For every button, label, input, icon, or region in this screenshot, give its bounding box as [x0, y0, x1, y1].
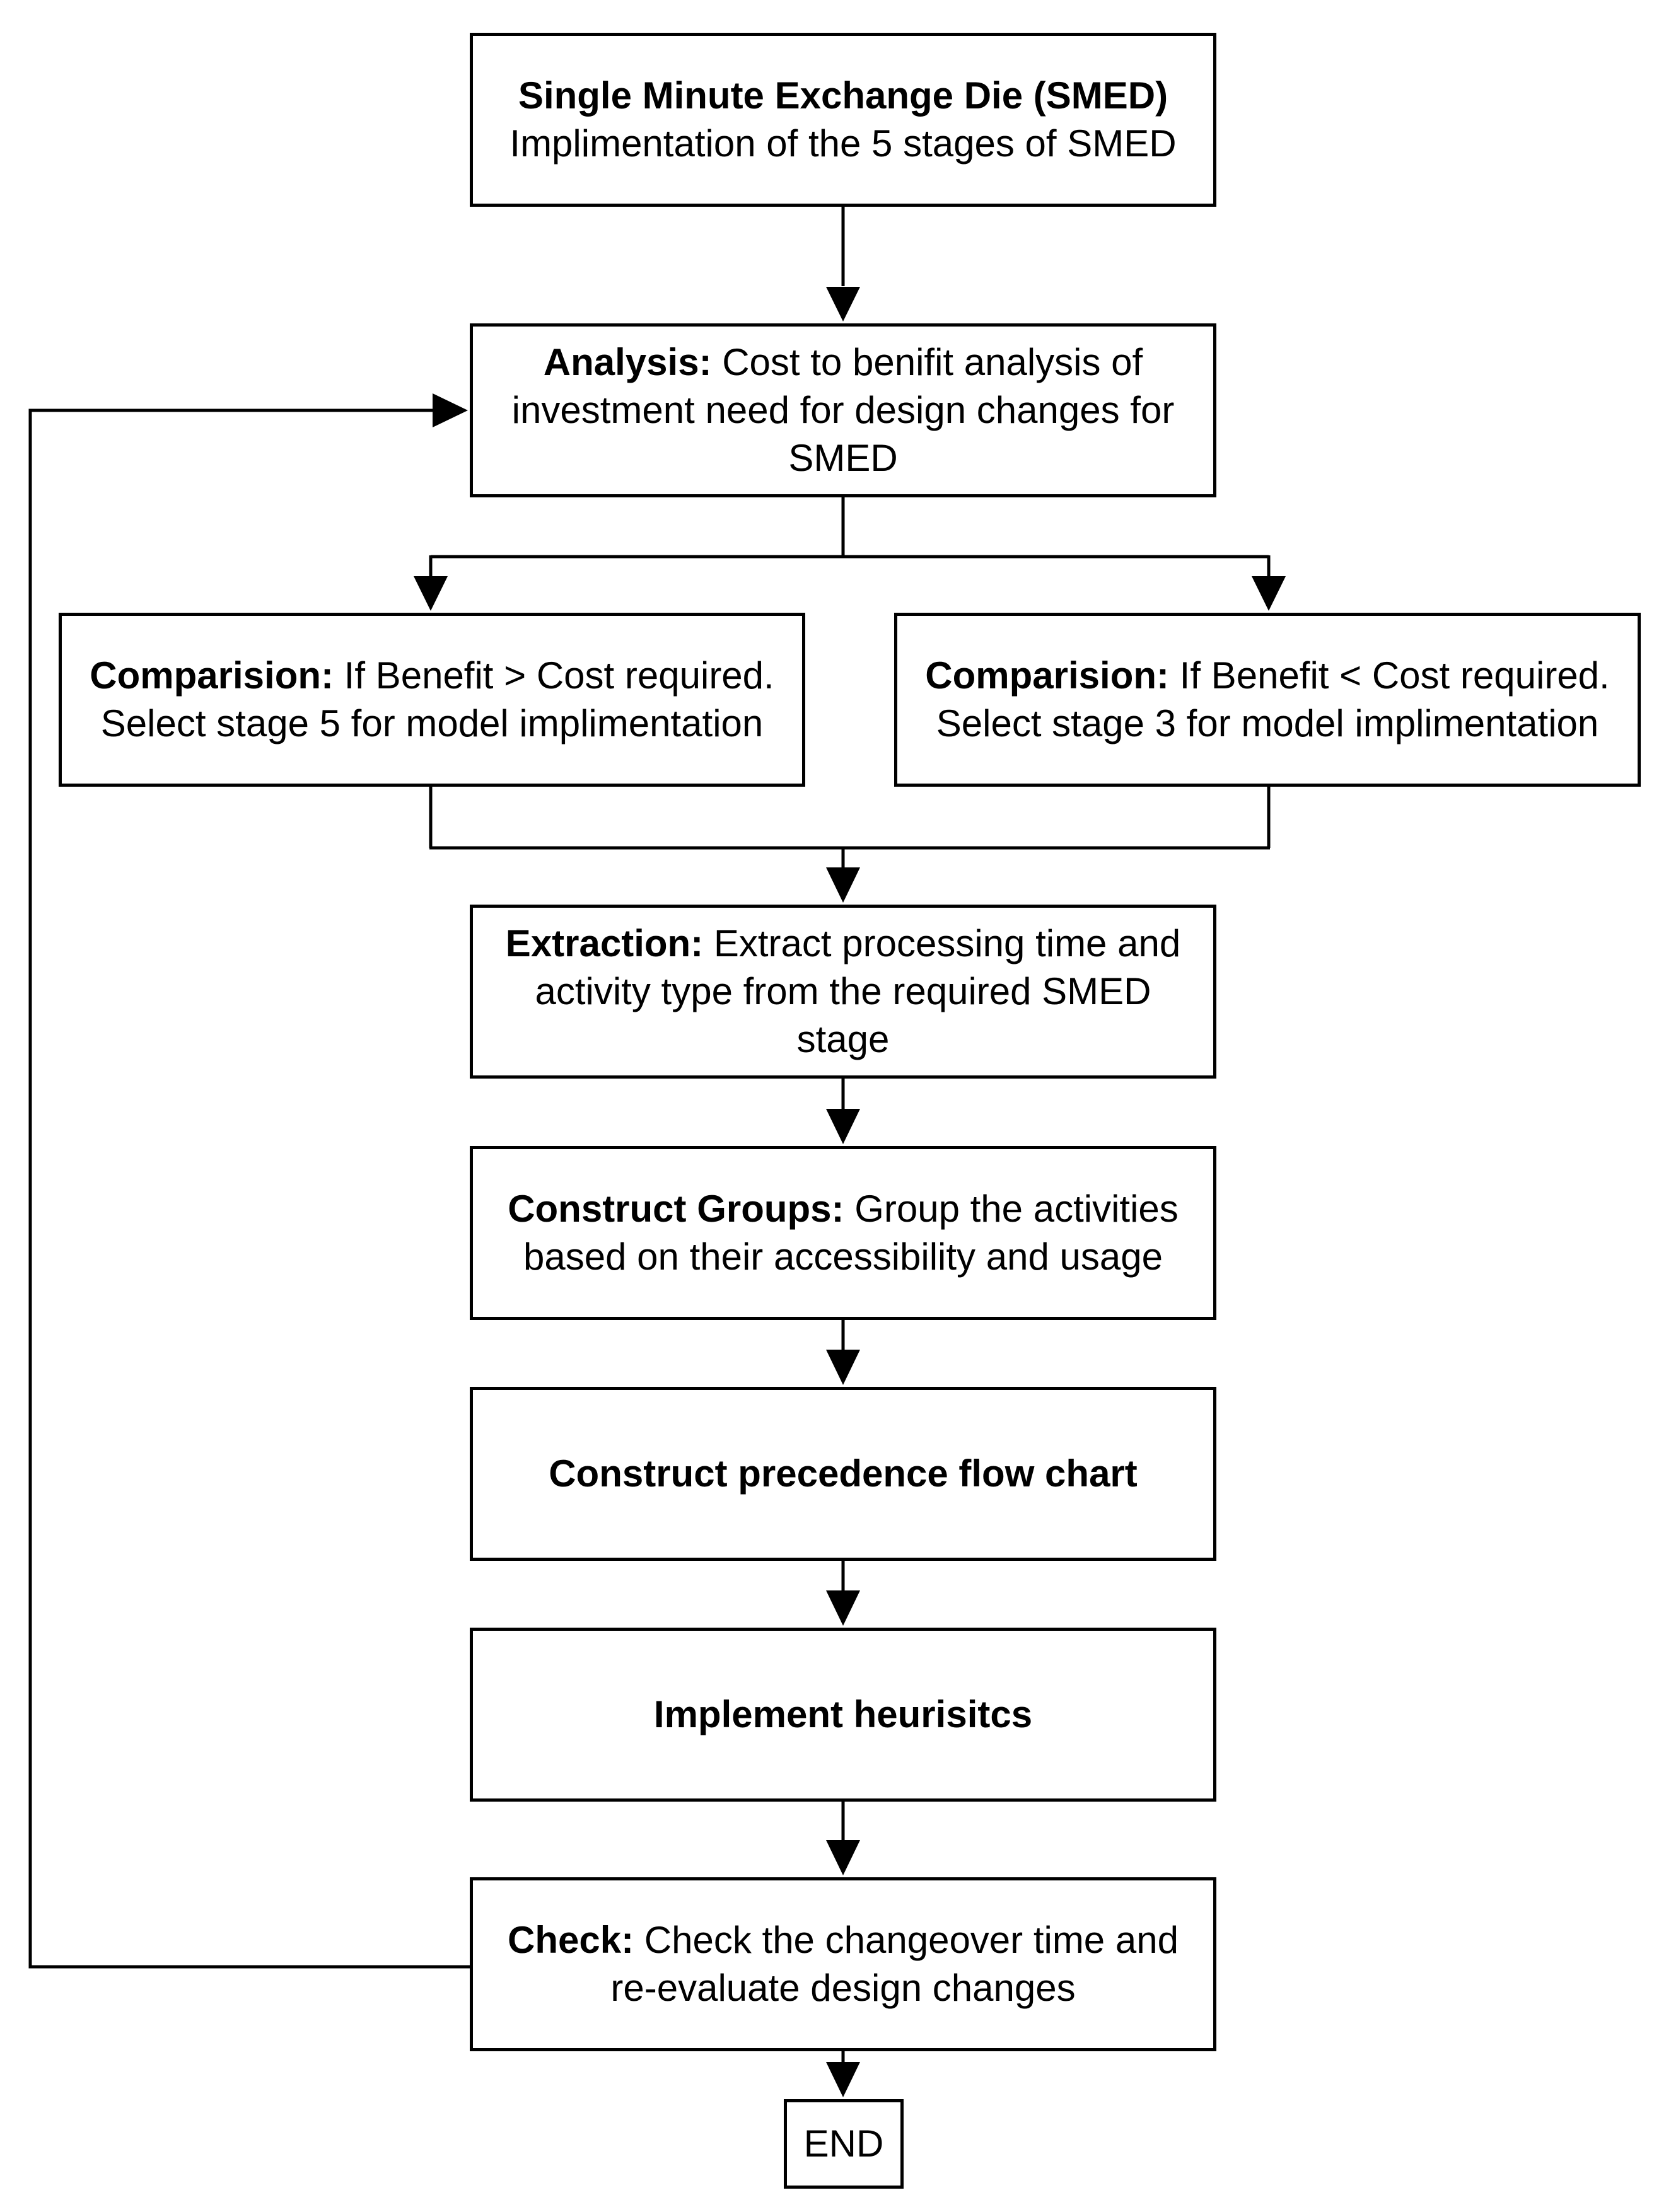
construct-groups-text: Group the activities based on their acce… — [523, 1188, 1179, 1278]
analysis-node: Analysis: Cost to benifit analysis of in… — [470, 323, 1216, 497]
arrowhead — [414, 576, 448, 611]
smed-text: Implimentation of the 5 stages of SMED — [509, 122, 1177, 165]
check-title: Check: — [508, 1919, 634, 1961]
heuristics-node: Implement heurisitcs — [470, 1628, 1216, 1802]
arrowhead — [826, 2062, 860, 2097]
precedence-node: Construct precedence flow chart — [470, 1387, 1216, 1561]
extraction-text: Extract processing time and activity typ… — [535, 922, 1181, 1060]
comparison-greater-text: If Benefit > Cost required. Select stage… — [100, 654, 774, 744]
arrowhead — [826, 1840, 860, 1875]
end-node: END — [784, 2099, 904, 2189]
comparison-less-node: Comparision: If Benefit < Cost required.… — [894, 613, 1641, 787]
check-text: Check the changeover time and re-evaluat… — [610, 1919, 1179, 2009]
analysis-title: Analysis: — [543, 341, 712, 383]
arrowhead — [1252, 576, 1286, 611]
arrowhead — [826, 1350, 860, 1385]
arrowhead — [826, 867, 860, 903]
arrowhead — [826, 287, 860, 321]
smed-title: Single Minute Exchange Die (SMED) — [518, 74, 1168, 117]
extraction-node: Extraction: Extract processing time and … — [470, 905, 1216, 1079]
analysis-text: Cost to benifit analysis of investment n… — [511, 341, 1175, 479]
construct-groups-title: Construct Groups: — [508, 1188, 844, 1230]
check-node: Check: Check the changeover time and re-… — [470, 1877, 1216, 2051]
extraction-title: Extraction: — [505, 922, 704, 964]
heuristics-title: Implement heurisitcs — [653, 1693, 1033, 1735]
comparison-less-title: Comparision: — [925, 654, 1169, 697]
end-label: END — [803, 2122, 884, 2165]
comparison-greater-title: Comparision: — [90, 654, 334, 697]
arrowhead — [826, 1109, 860, 1144]
precedence-title: Construct precedence flow chart — [549, 1452, 1138, 1495]
comparison-less-text: If Benefit < Cost required. Select stage… — [936, 654, 1610, 744]
arrowhead — [826, 1590, 860, 1626]
comparison-greater-node: Comparision: If Benefit > Cost required.… — [59, 613, 805, 787]
smed-node: Single Minute Exchange Die (SMED) Implim… — [470, 33, 1216, 207]
feedback-loop-check-to-analysis — [28, 408, 470, 1969]
construct-groups-node: Construct Groups: Group the activities b… — [470, 1146, 1216, 1320]
arrowhead — [433, 393, 468, 427]
